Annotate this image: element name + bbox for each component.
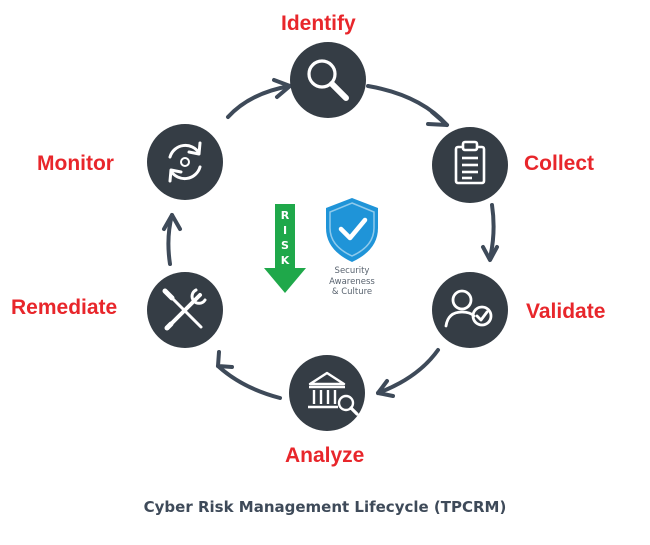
risk-letters: R I S K [281,209,290,267]
culture-line: Awareness [329,276,375,287]
monitor-node [147,124,223,200]
stage-label-remediate: Remediate [11,296,118,319]
refresh-icon [168,141,202,183]
arrowhead-remediate [216,350,234,369]
remediate-node [147,272,223,348]
arrowhead-identify [272,78,292,99]
shield-check-icon [326,198,378,262]
arc-analyze-remediate [216,364,282,400]
tools-icon [162,288,207,331]
arrowhead-monitor [162,213,182,231]
risk-arrow [264,204,306,293]
validate-node [432,272,508,348]
risk-letter: R [281,209,290,222]
stage-label-collect: Collect [524,152,595,175]
stage-label-analyze: Analyze [285,444,365,467]
culture-line: & Culture [331,287,373,297]
security-culture-label: Security Awareness & Culture [320,266,384,298]
clipboard-icon [454,140,486,185]
diagram-caption: Cyber Risk Management Lifecycle (TPCRM) [143,498,507,516]
risk-letter: K [281,254,290,267]
analyze-node [289,355,365,431]
arrowhead-validate [481,245,499,262]
arrowhead-collect [426,110,449,127]
arc-monitor-identify [226,84,292,119]
culture-line: Security [334,266,370,276]
risk-letter: S [281,239,289,252]
arrow-heads [162,78,499,398]
arc-validate-analyze [376,348,440,395]
arc-identify-collect [366,84,449,127]
stage-label-monitor: Monitor [37,152,114,175]
arc-collect-validate [488,203,496,260]
bank-search-icon [308,371,359,416]
stage-label-validate: Validate [526,300,606,323]
stage-label-identify: Identify [281,12,356,35]
arrowhead-analyze [376,379,395,398]
user-check-icon [444,289,493,328]
magnifier-icon [307,59,349,101]
identify-node [290,42,366,118]
collect-node [432,127,508,203]
risk-letter: I [283,224,287,237]
